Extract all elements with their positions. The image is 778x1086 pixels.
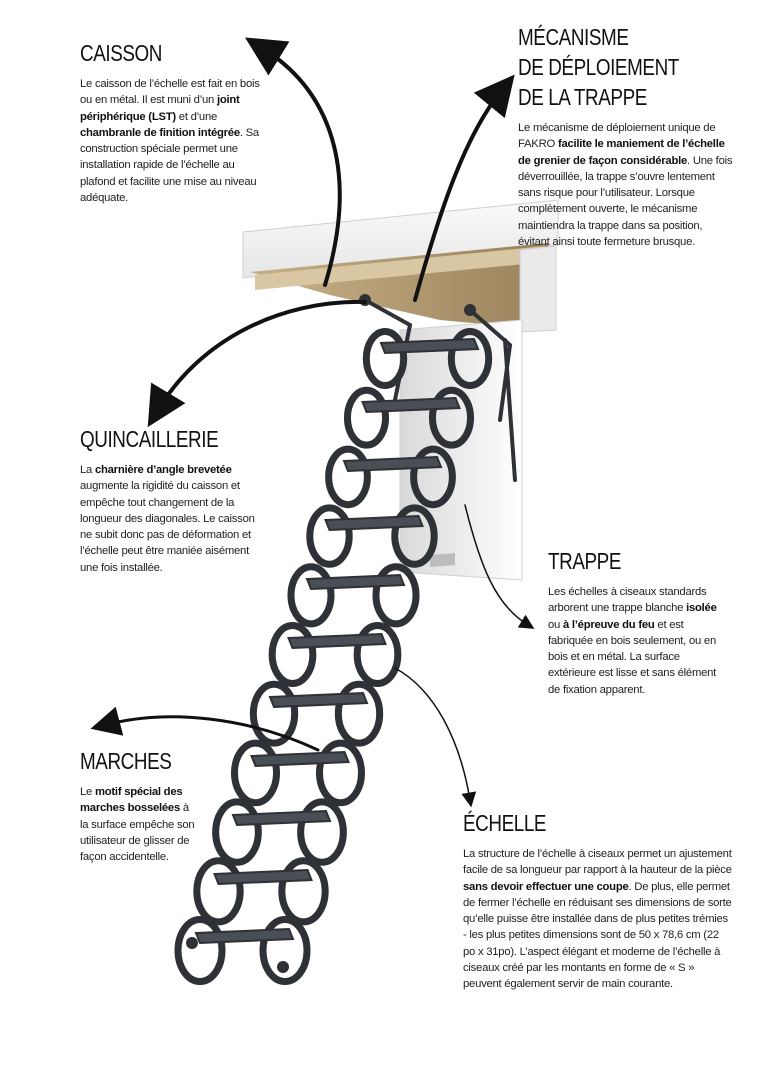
- ladder-step: [250, 750, 350, 768]
- trappe-text: Les échelles à ciseaux standards arboren…: [548, 584, 728, 698]
- hatch-door: [399, 319, 523, 581]
- ladder-right-loop: [278, 857, 329, 926]
- quincaillerie-bold-1: charnière d’angle brevetée: [94, 464, 232, 476]
- mecanisme-title-line-1: MÉCANISME: [518, 24, 629, 50]
- trappe-bold-2: à l’épreuve du feu: [562, 618, 655, 631]
- ladder-step: [361, 396, 461, 414]
- arrow-marches: [90, 706, 320, 752]
- ladder-step: [342, 455, 443, 473]
- caisson-text-1: Le caisson de l’échelle est fait en bois…: [80, 78, 260, 107]
- caisson-bold-2: chambranle de finition intégrée: [80, 126, 240, 139]
- marches-text: Le motif spécial des marches bosselées à…: [80, 784, 195, 865]
- arrow-quincaillerie: [147, 299, 367, 428]
- trappe-text-3: et est fabriquée en bois seulement, ou e…: [548, 618, 717, 696]
- marches-bold-1: motif spécial des marches bosselées: [80, 786, 183, 815]
- echelle-text: La structure de l’échelle à ciseaux perm…: [463, 846, 733, 993]
- caisson-bold-1: joint périphérique (LST): [80, 94, 240, 123]
- ladder-foot-left: [186, 937, 198, 949]
- ladder-left-loop: [306, 504, 353, 568]
- mecanisme-title-line-3: DE LA TRAPPE: [518, 84, 647, 110]
- section-caisson: CAISSON Le caisson de l’échelle est fait…: [80, 38, 265, 206]
- arrow-mecanisme: [413, 74, 515, 302]
- ladder-right-loop: [372, 563, 420, 628]
- section-quincaillerie: QUINCAILLERIE La charnière d’angle breve…: [80, 424, 255, 576]
- caisson-text-2: et d’une: [175, 110, 218, 123]
- caisson-text: Le caisson de l’échelle est fait en bois…: [80, 76, 265, 206]
- ladder-left-loop: [174, 916, 226, 985]
- arrow-echelle: [394, 667, 477, 808]
- ladder-right-loop: [259, 916, 311, 985]
- scissor-ladder: [174, 328, 493, 985]
- ladder-right-loop: [334, 680, 384, 747]
- echelle-bold-1: sans devoir effectuer une coupe: [463, 880, 629, 893]
- ladder-right-loop: [297, 798, 347, 866]
- mecanisme-title-line-2: DE DÉPLOIEMENT: [518, 54, 679, 80]
- quincaillerie-text: La charnière d’angle brevetée augmente l…: [80, 462, 255, 576]
- ladder-step: [194, 927, 295, 945]
- echelle-text-1: La structure de l’échelle à ciseaux perm…: [463, 848, 732, 877]
- arrow-caisson: [244, 37, 342, 287]
- ladder-right-loop: [428, 386, 475, 449]
- ladder-right-loop: [315, 739, 366, 807]
- ladder-step: [324, 514, 424, 532]
- ladder-step: [268, 691, 369, 709]
- ladder-left-loop: [287, 563, 335, 628]
- ladder-left-loop: [230, 739, 281, 807]
- ladder-right-loop: [447, 328, 493, 389]
- section-echelle: ÉCHELLE La structure de l’échelle à cise…: [463, 808, 733, 993]
- section-mecanisme: MÉCANISME DE DÉPLOIEMENT DE LA TRAPPE Le…: [518, 22, 733, 250]
- section-marches: MARCHES Le motif spécial des marches bos…: [80, 746, 195, 865]
- ladder-step: [287, 632, 387, 650]
- quincaillerie-text-2: augmente la rigidité du caisson et empêc…: [80, 480, 255, 574]
- mecanisme-bold-1: facilite le maniement de l’échelle de gr…: [518, 138, 725, 167]
- mecanisme-text-2: . Une fois déverrouillée, la trappe s’ou…: [518, 154, 733, 249]
- marches-text-2: à la surface empêche son utilisateur de …: [80, 802, 195, 864]
- ladder-right-loop: [391, 504, 438, 568]
- ladder-left-loop: [325, 445, 371, 509]
- ladder-foot-right: [277, 961, 289, 973]
- ladder-step: [213, 868, 313, 886]
- trappe-bold-1: isolée: [686, 602, 717, 615]
- section-trappe: TRAPPE Les échelles à ciseaux standards …: [548, 546, 728, 698]
- ladder-left-loop: [193, 857, 244, 926]
- mecanisme-text-1: Le mécanisme de déploiement unique de FA…: [518, 122, 716, 151]
- echelle-title: ÉCHELLE: [463, 810, 547, 836]
- echelle-text-2: . De plus, elle permet de fermer l’échel…: [463, 880, 732, 991]
- trappe-title: TRAPPE: [548, 548, 622, 574]
- ladder-right-loop: [410, 445, 456, 509]
- quincaillerie-text-1: La: [80, 464, 95, 476]
- ladder-step: [231, 809, 332, 827]
- caisson-title: CAISSON: [80, 40, 163, 66]
- quincaillerie-title: QUINCAILLERIE: [80, 426, 219, 452]
- ladder-left-loop: [268, 622, 317, 687]
- marches-title: MARCHES: [80, 748, 172, 774]
- ladder-left-loop: [362, 328, 408, 389]
- ladder-left-loop: [343, 386, 390, 449]
- trappe-text-2: ou: [548, 618, 563, 631]
- caisson-text-3: . Sa construction spéciale permet une in…: [80, 126, 259, 205]
- ladder-right-loop: [353, 622, 402, 687]
- ladder-left-loop: [249, 680, 299, 747]
- ladder-step: [305, 573, 406, 591]
- marches-text-1: Le: [80, 786, 95, 798]
- callout-arrows: [90, 37, 535, 808]
- trappe-text-1: Les échelles à ciseaux standards arboren…: [548, 586, 707, 615]
- ladder-left-loop: [212, 798, 262, 866]
- arrow-trappe: [464, 504, 535, 629]
- mecanisme-text: Le mécanisme de déploiement unique de FA…: [518, 120, 733, 250]
- ladder-step: [379, 337, 480, 355]
